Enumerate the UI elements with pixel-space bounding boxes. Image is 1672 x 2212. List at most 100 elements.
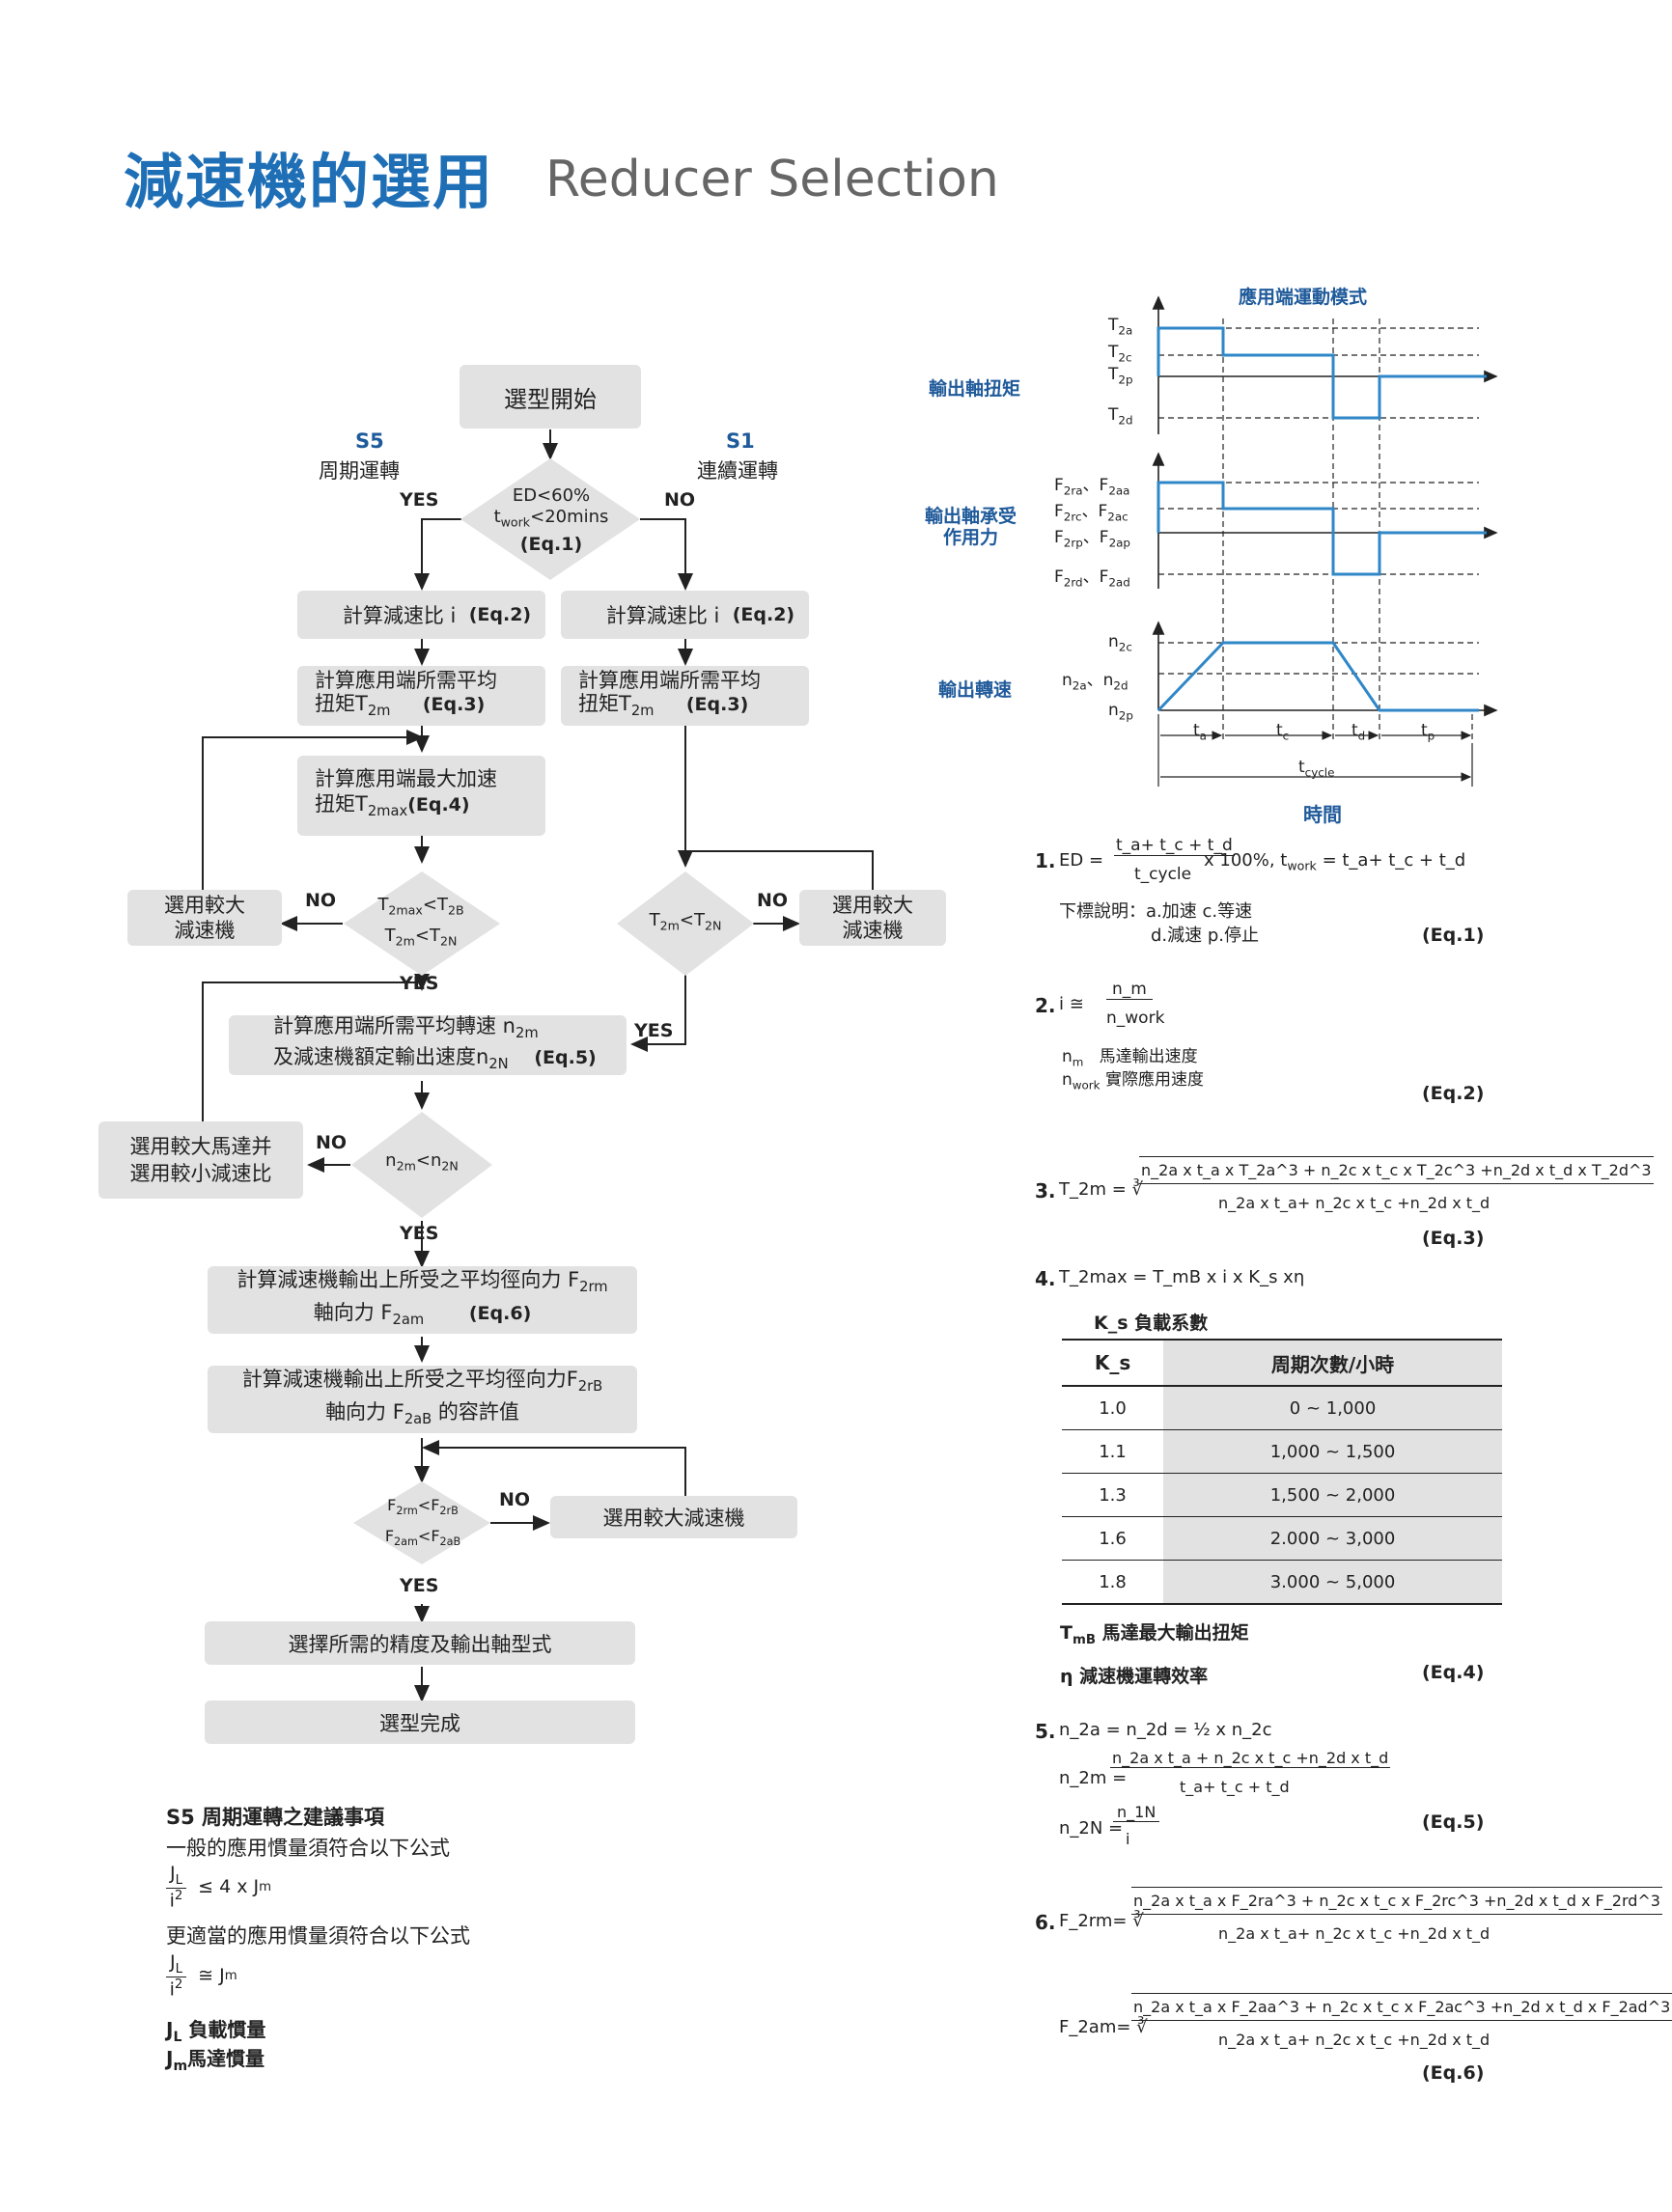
- eq5-n2n-lhs: n_2N =: [1059, 1818, 1124, 1839]
- decision-diamond-1: [460, 458, 640, 580]
- calc-force-box: 計算減速機輸出上所受之平均徑向力 F2rm 軸向力 F2am (Eq.6): [208, 1266, 637, 1334]
- s5-code: S5: [355, 429, 384, 453]
- eq5-number: 5.: [1035, 1720, 1056, 1743]
- calc-ratio-box-s1: 計算減速比 i (Eq.2): [561, 591, 809, 639]
- decision-diamond-4: [351, 1112, 492, 1218]
- eq6-f2rm-lhs: F_2rm= ∛: [1059, 1911, 1144, 1931]
- eq3-numer: n_2a x t_a x T_2a^3 + n_2c x t_c x T_2c^…: [1139, 1156, 1654, 1184]
- motion-title: 應用端運動模式: [1239, 287, 1368, 308]
- eq2-number: 2.: [1035, 994, 1056, 1017]
- no-label: NO: [316, 1132, 348, 1153]
- decision-diamond-3: [617, 871, 754, 976]
- calc-max-torque: 計算應用端最大加速 扭矩T2max(Eq.4): [297, 756, 545, 836]
- s5-label: 周期運轉: [319, 459, 400, 483]
- motion-diagram: [1152, 295, 1498, 787]
- ks-heading: K_s 負載系數: [1094, 1313, 1209, 1334]
- ks-col-header: K_s: [1062, 1339, 1164, 1387]
- eq4-tag: (Eq.4): [1422, 1662, 1485, 1683]
- t2d-label: T2d: [1108, 405, 1133, 428]
- eq5-n2m-lhs: n_2m =: [1059, 1768, 1128, 1788]
- cycles-col-header: 周期次數/小時: [1163, 1339, 1502, 1387]
- eq5-n2n-numer: n_1N: [1113, 1803, 1160, 1822]
- phase-ta: ta: [1193, 721, 1207, 743]
- n2c-label: n2c: [1108, 632, 1132, 654]
- no-label: NO: [664, 489, 696, 511]
- torque-label: 輸出軸扭矩: [929, 378, 1021, 400]
- flowchart-connectors: [202, 429, 874, 1702]
- eq3-denom: n_2a x t_a+ n_2c x t_c +n_2d x t_d: [1218, 1194, 1491, 1212]
- eta-note: η 減速機運轉效率: [1060, 1666, 1209, 1687]
- eq5-n2n-denom: i: [1126, 1830, 1130, 1848]
- bigger-reducer-right: 選用較大減速機: [799, 890, 946, 946]
- notes-jm: Jm馬達慣量: [166, 2047, 265, 2074]
- choose-type-box: 選擇所需的精度及輸出軸型式: [205, 1621, 635, 1665]
- eq6-f2am-lhs: F_2am= ∛: [1059, 2017, 1148, 2037]
- calc-avg-torque-s5: 計算應用端所需平均 扭矩T2m (Eq.3): [297, 666, 545, 726]
- bigger-reducer-left: 選用較大減速機: [127, 890, 282, 946]
- eq2-nm: nm 馬達輸出速度: [1062, 1047, 1198, 1069]
- eq1-ed: ED =: [1059, 850, 1104, 871]
- decision-diamond-2: [344, 871, 500, 976]
- n2p-label: n2p: [1108, 701, 1133, 723]
- calc-avg-torque-s1: 計算應用端所需平均 扭矩T2m (Eq.3): [561, 666, 809, 726]
- yes-label: YES: [400, 973, 439, 994]
- notes-heading: S5 周期運轉之建議事項: [166, 1806, 385, 1829]
- force-label: 輸出軸承受作用力: [925, 506, 1017, 548]
- yes-label: YES: [400, 489, 439, 511]
- f2c-label: F2rc、F2ac: [1054, 502, 1129, 524]
- time-label: 時間: [1303, 803, 1342, 826]
- phase-td: td: [1352, 721, 1366, 743]
- bigger-reducer-single: 選用較大減速機: [550, 1496, 797, 1538]
- notes-line1: 一般的應用慣量須符合以下公式: [166, 1837, 450, 1860]
- eq5-tag: (Eq.5): [1422, 1811, 1485, 1833]
- eq6-tag: (Eq.6): [1422, 2062, 1485, 2084]
- start-node: 選型開始: [460, 365, 641, 429]
- decision-3-text: T2m<T2N: [649, 910, 722, 933]
- eq2-denom: n_work: [1106, 1009, 1165, 1028]
- no-label: NO: [305, 890, 337, 911]
- done-box: 選型完成: [205, 1700, 635, 1744]
- decision-diamond-5: [353, 1481, 490, 1564]
- eq1-numer: t_a+ t_c + t_d: [1114, 836, 1235, 856]
- eq6-f2rm-denom: n_2a x t_a+ n_2c x t_c +n_2d x t_d: [1218, 1924, 1491, 1943]
- eq1-tag: (Eq.1): [1422, 925, 1485, 946]
- eq6-f2rm-numer: n_2a x t_a x F_2ra^3 + n_2c x t_c x F_2r…: [1131, 1887, 1662, 1915]
- phase-tcycle: tcycle: [1298, 758, 1335, 780]
- eq1-subscripts-2: d.減速 p.停止: [1151, 926, 1260, 946]
- speed-label: 輸出轉速: [938, 679, 1013, 701]
- bigger-motor-box: 選用較大馬達并選用較小減速比: [98, 1121, 303, 1199]
- no-label: NO: [757, 890, 789, 911]
- calc-allowable-box: 計算減速機輸出上所受之平均徑向力F2rB 軸向力 F2aB 的容許值: [208, 1366, 637, 1433]
- eq2-tag: (Eq.2): [1422, 1083, 1485, 1104]
- s1-code: S1: [726, 429, 755, 453]
- eq5-n2a: n_2a = n_2d = ½ x n_2c: [1059, 1720, 1272, 1740]
- phase-tp: tp: [1421, 721, 1435, 743]
- notes-line2: 更適當的應用慣量須符合以下公式: [166, 1924, 470, 1948]
- decision-1-text: ED<60% twork<20mins (Eq.1): [493, 485, 609, 555]
- no-label: NO: [499, 1489, 531, 1510]
- decision-2-text: T2max<T2B T2m<T2N: [377, 895, 464, 949]
- notes-jl: JL 負載慣量: [166, 2018, 266, 2045]
- t2c-label: T2c: [1108, 343, 1132, 365]
- eq2-numer: n_m: [1106, 980, 1153, 1000]
- eq2-lhs: i ≅: [1059, 994, 1084, 1014]
- t2p-label: T2p: [1108, 365, 1133, 387]
- page-title-zh: 減速機的選用: [124, 147, 495, 217]
- eq1-subscripts-1: 下標說明：a.加速 c.等速: [1059, 901, 1253, 922]
- eq1-denom: t_cycle: [1134, 865, 1192, 884]
- eq6-number: 6.: [1035, 1911, 1056, 1934]
- eq5-n2m-denom: t_a+ t_c + t_d: [1180, 1778, 1290, 1796]
- eq1-rest: x 100%, twork = t_a+ t_c + t_d: [1204, 850, 1466, 873]
- decision-5-text: F2rm<F2rB F2am<F2aB: [384, 1496, 461, 1549]
- n2a-n2d-label: n2a、n2d: [1062, 671, 1129, 693]
- yes-label: YES: [634, 1020, 674, 1041]
- eq3-tag: (Eq.3): [1422, 1228, 1485, 1249]
- eq6-f2am-denom: n_2a x t_a+ n_2c x t_c +n_2d x t_d: [1218, 2031, 1491, 2049]
